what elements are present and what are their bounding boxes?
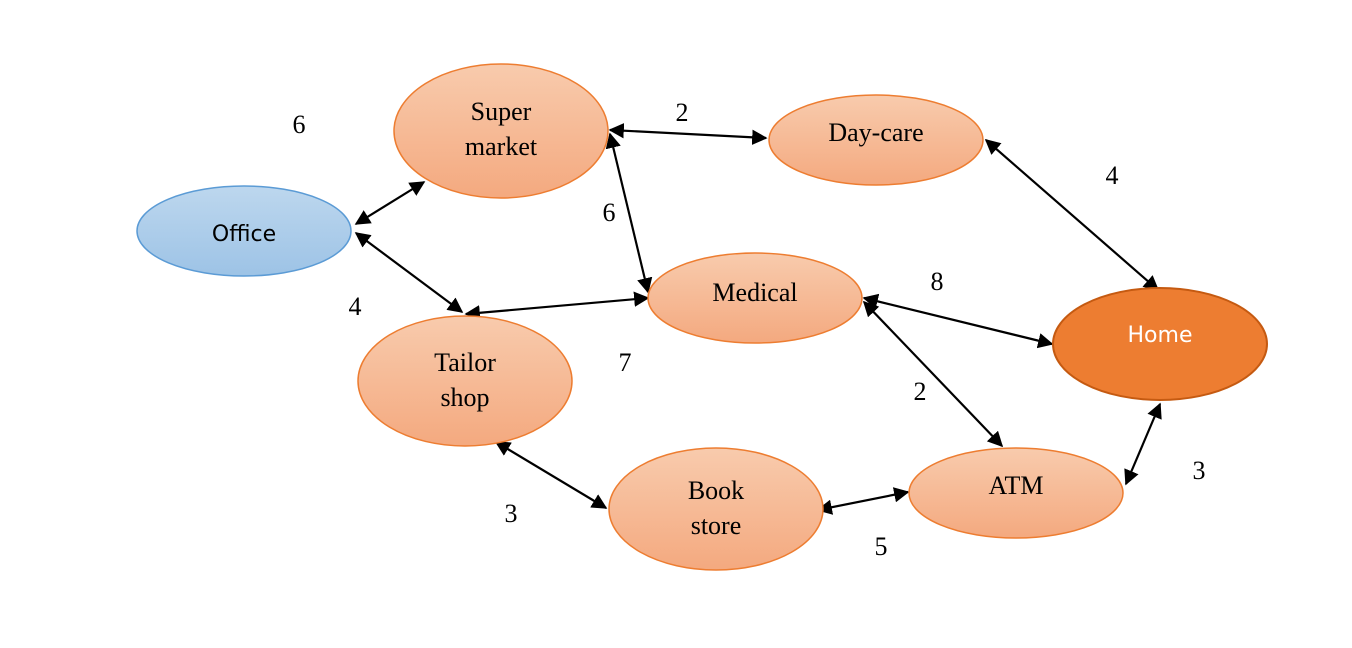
edge-office-supermarket (354, 181, 426, 225)
node-medical: Medical (647, 252, 863, 344)
weight-supermarket-daycare: 2 (676, 98, 689, 127)
node-tailor: Tailor shop (357, 315, 573, 447)
edge-office-tailor (354, 232, 464, 313)
edge-daycare-home (984, 138, 1160, 292)
node-label-medical: Medical (712, 278, 797, 307)
node-label-atm: ATM (989, 471, 1044, 500)
node-bookstore: Book store (608, 447, 824, 571)
edge-atm-home (1124, 402, 1162, 486)
weight-bookstore-atm: 5 (875, 532, 888, 561)
weight-medical-atm: 2 (914, 377, 927, 406)
node-office: Office (136, 185, 352, 277)
edge-weights-layer: 6 4 2 6 4 7 8 2 3 5 3 (293, 98, 1206, 561)
node-supermarket: Super market (393, 63, 609, 199)
node-label-office: Office (212, 222, 276, 247)
weight-medical-home: 8 (931, 267, 944, 296)
edge-bookstore-atm (816, 487, 910, 515)
edges-layer (354, 123, 1162, 515)
weight-office-supermarket: 6 (293, 110, 306, 139)
weight-supermarket-medical: 6 (603, 198, 616, 227)
edge-supermarket-medical (605, 132, 653, 294)
node-label-tailor-line2: shop (440, 383, 489, 412)
edge-medical-atm (862, 300, 1004, 448)
node-atm: ATM (908, 447, 1124, 539)
node-label-supermarket-line2: market (465, 132, 538, 161)
edge-supermarket-daycare (608, 123, 768, 145)
weight-tailor-bookstore: 3 (505, 499, 518, 528)
node-home: Home (1052, 287, 1268, 401)
node-label-supermarket-line1: Super (471, 97, 532, 126)
weight-atm-home: 3 (1193, 456, 1206, 485)
node-daycare: Day-care (768, 94, 984, 186)
nodes-layer: Office Super market Day-care Medical Hom… (136, 63, 1268, 571)
node-label-bookstore-line1: Book (688, 476, 744, 505)
edge-tailor-bookstore (494, 441, 608, 509)
node-label-tailor-line1: Tailor (434, 348, 496, 377)
edge-medical-home (862, 293, 1054, 349)
edge-tailor-medical (464, 291, 650, 321)
weight-tailor-medical: 7 (619, 348, 632, 377)
node-label-daycare: Day-care (828, 118, 923, 147)
weight-office-tailor: 4 (349, 292, 362, 321)
weight-daycare-home: 4 (1106, 161, 1119, 190)
node-label-home: Home (1128, 323, 1193, 348)
node-label-bookstore-line2: store (691, 511, 742, 540)
